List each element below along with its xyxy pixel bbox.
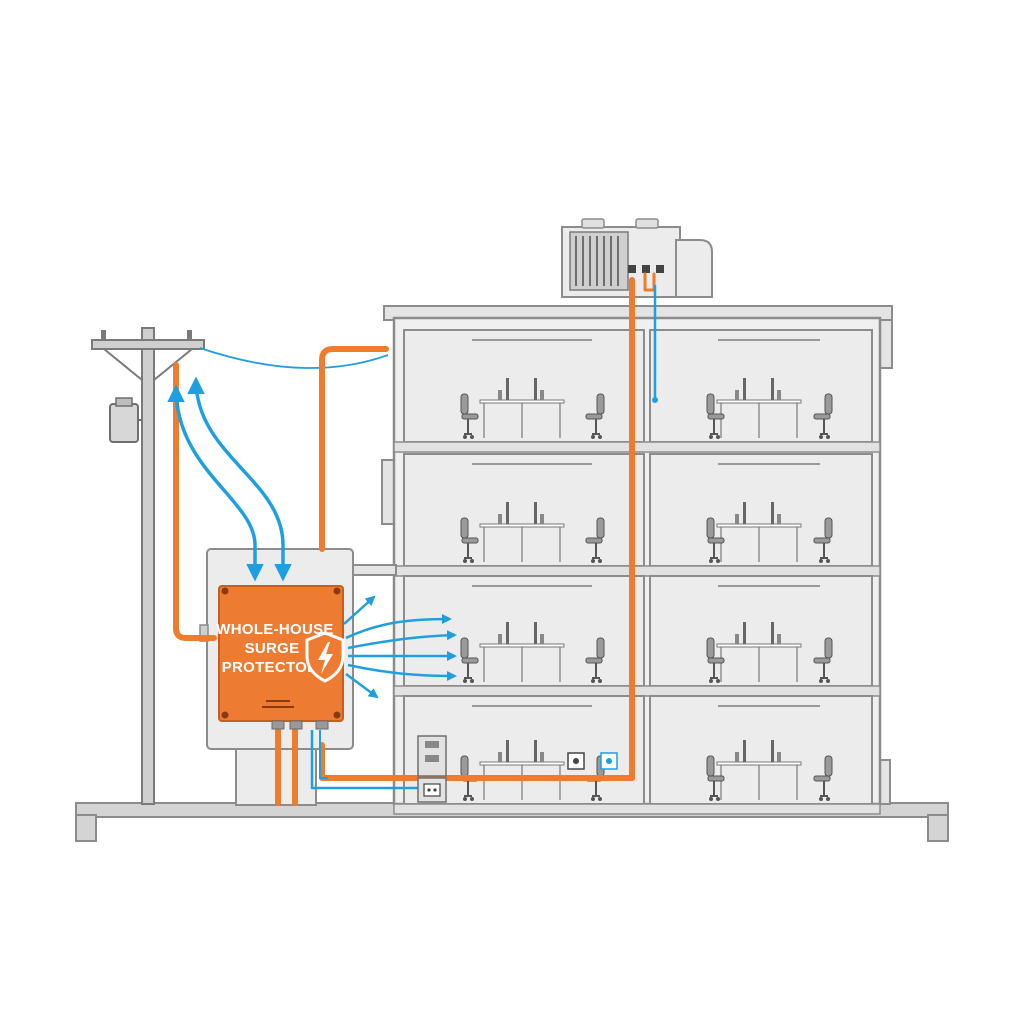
office-desk-icon	[479, 502, 565, 562]
protector-label-line1: WHOLE-HOUSE	[216, 621, 333, 638]
office-desk-icon	[479, 378, 565, 438]
office-chair-icon	[706, 393, 725, 439]
office-room	[403, 329, 645, 443]
office-chair-icon	[813, 393, 833, 439]
office-chair-icon	[813, 517, 833, 563]
office-desk-icon	[716, 622, 802, 682]
office-desk-icon	[716, 502, 802, 562]
office-chair-icon	[460, 517, 479, 563]
building-floor	[393, 329, 881, 453]
power-line-pole-to-protector	[173, 362, 217, 641]
building-floor	[393, 695, 881, 815]
office-chair-icon	[706, 755, 725, 801]
office-room	[649, 575, 873, 687]
distribution-arrows	[343, 595, 457, 699]
building-floor	[393, 575, 881, 697]
office-chair-icon	[460, 637, 479, 683]
service-drop-wire	[199, 347, 389, 369]
office-chair-icon	[460, 393, 479, 439]
office-desk-icon	[479, 622, 565, 682]
power-line-protector-to-roof	[319, 346, 389, 552]
incoming-surge-arrows	[167, 376, 292, 582]
office-chair-icon	[706, 517, 725, 563]
building-floor	[393, 453, 881, 577]
office-room	[403, 453, 645, 567]
protector-label-line3: PROTECTOR	[222, 659, 319, 676]
office-chair-icon	[813, 755, 833, 801]
office-desk-icon	[479, 740, 565, 800]
data-line-ground-floor	[310, 730, 425, 790]
office-room	[649, 329, 873, 443]
protector-label-line2: SURGE	[245, 640, 300, 657]
utility-pole-icon	[91, 327, 205, 805]
office-room	[403, 575, 645, 687]
office-room	[649, 453, 873, 567]
wall-outlet-icon	[567, 752, 585, 770]
office-chair-icon	[813, 637, 833, 683]
office-building	[392, 316, 882, 815]
data-outlet-icon	[600, 752, 618, 770]
hvac-unit-icon	[561, 218, 713, 298]
equipment-rack-icon	[417, 735, 447, 803]
office-chair-icon	[585, 393, 605, 439]
office-desk-icon	[716, 378, 802, 438]
office-chair-icon	[706, 637, 725, 683]
surge-protector-panel: WHOLE-HOUSE SURGE PROTECTOR	[216, 585, 345, 730]
data-lines	[310, 285, 657, 790]
data-riser-endpoint	[652, 397, 658, 403]
office-room	[649, 695, 873, 805]
office-chair-icon	[585, 637, 605, 683]
office-desk-icon	[716, 740, 802, 800]
shield-lightning-icon	[305, 631, 345, 683]
transformer-icon	[109, 397, 142, 443]
office-chair-icon	[585, 517, 605, 563]
